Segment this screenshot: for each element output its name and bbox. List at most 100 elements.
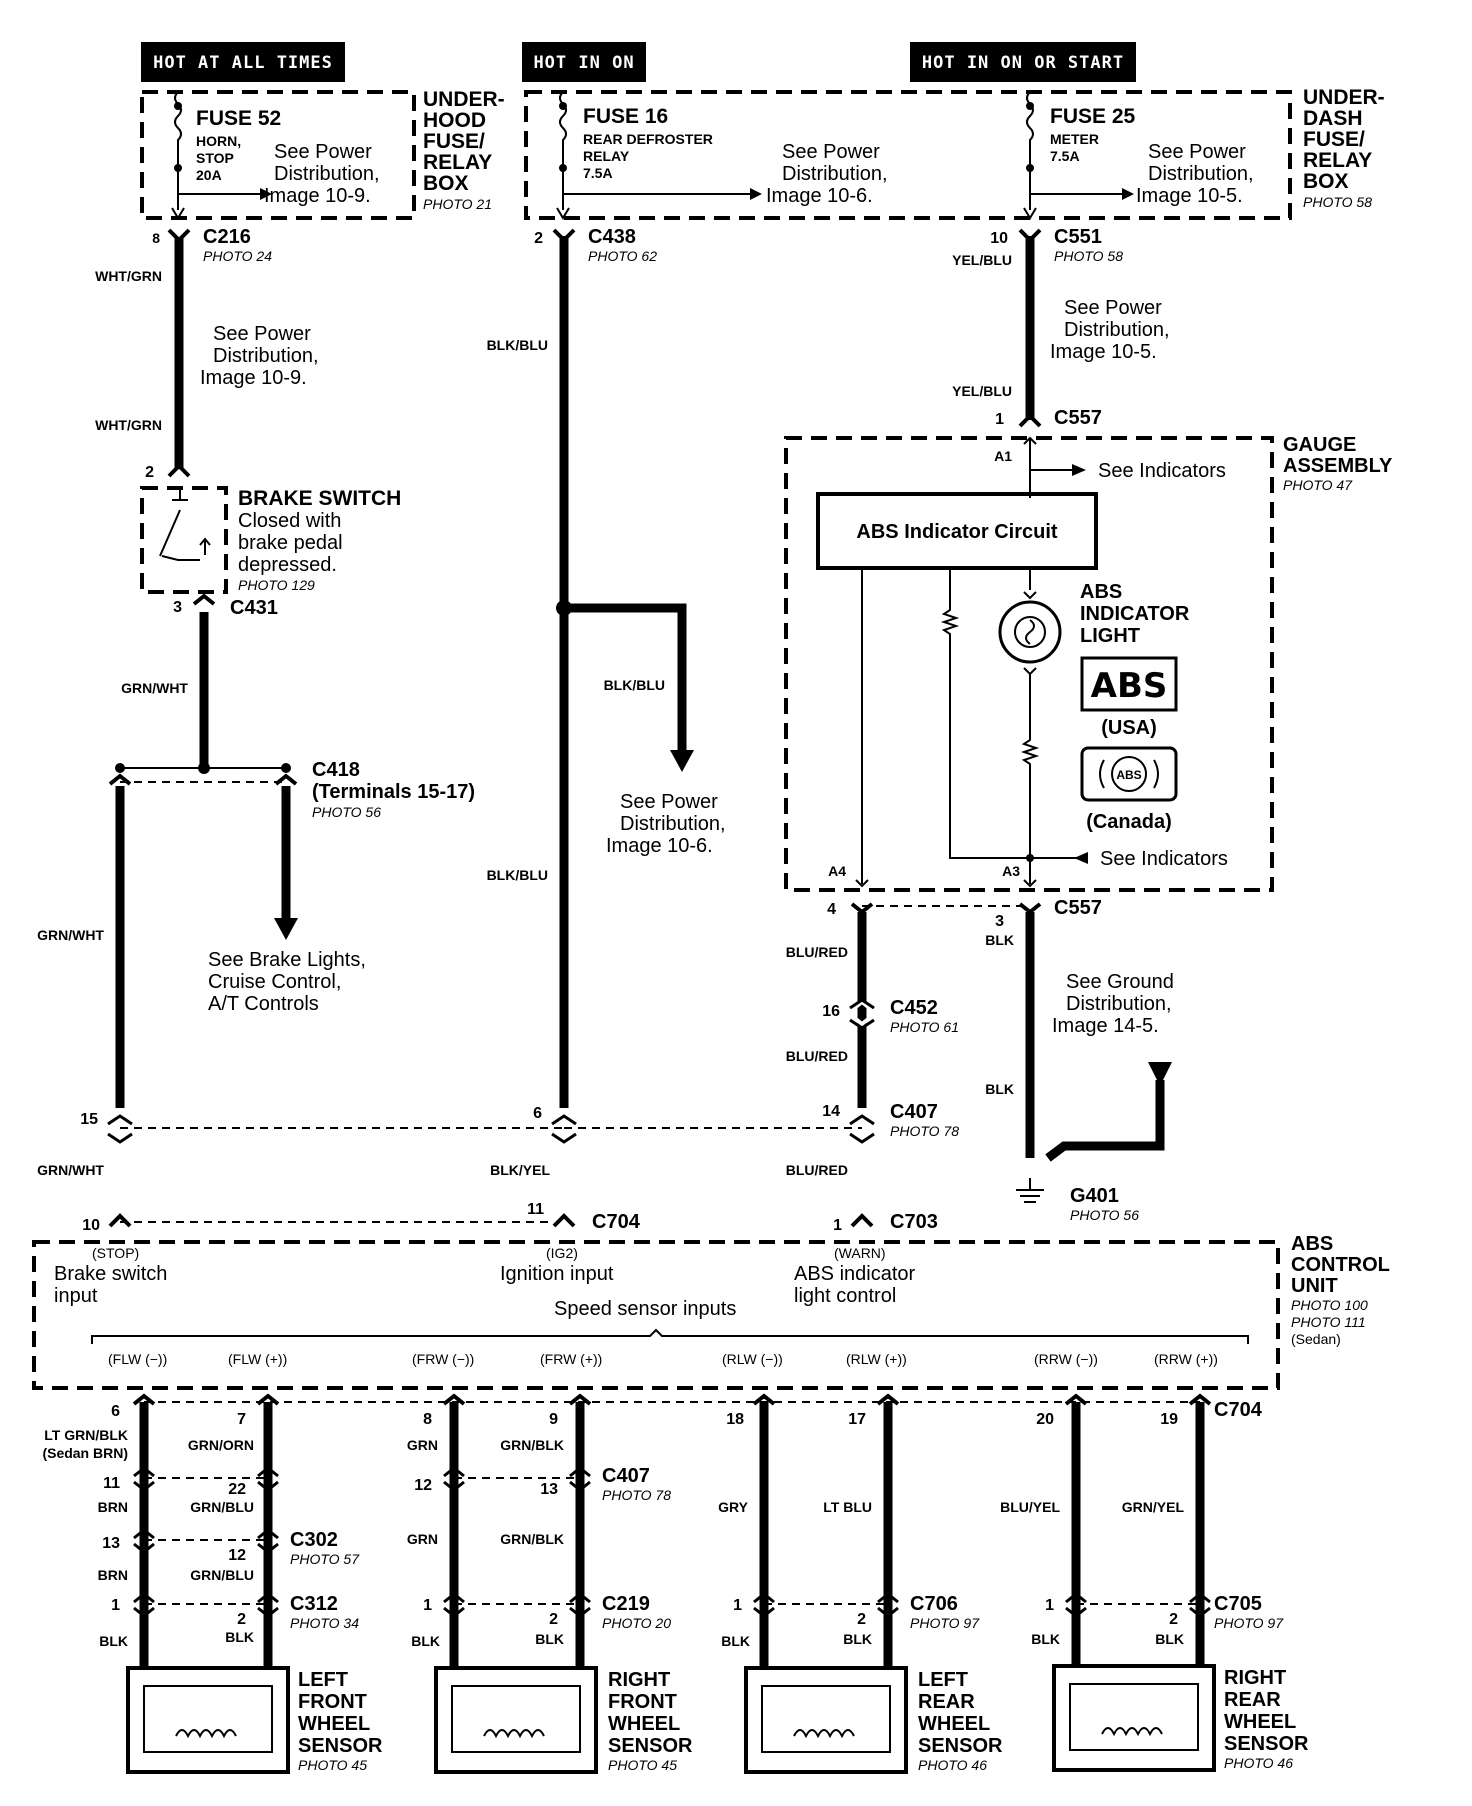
- svg-text:ABS: ABS: [1116, 768, 1141, 782]
- abs-indicator-lamp: [998, 600, 1062, 664]
- svg-text:PHOTO 45: PHOTO 45: [298, 1757, 367, 1773]
- c407-pin14: 14: [822, 1103, 840, 1120]
- gauge-title-2: ASSEMBLY: [1283, 455, 1393, 477]
- svg-text:See Power: See Power: [213, 323, 311, 345]
- svg-text:PHOTO 111: PHOTO 111: [1291, 1314, 1366, 1330]
- svg-text:PHOTO 97: PHOTO 97: [910, 1615, 980, 1631]
- header-hot-all-times: HOT AT ALL TIMES: [141, 42, 345, 82]
- c452-label: C452: [890, 997, 938, 1019]
- rr-c704-label: C704: [1214, 1399, 1263, 1421]
- svg-text:GRN/BLU: GRN/BLU: [190, 1499, 254, 1515]
- wire-label-blk-blu-1: BLK/BLU: [487, 337, 548, 353]
- underdash-fuse-box: [524, 90, 1292, 220]
- svg-text:Image 10-9.: Image 10-9.: [200, 367, 307, 389]
- svg-text:REAR: REAR: [1224, 1689, 1281, 1711]
- svg-text:Image 10-6.: Image 10-6.: [766, 185, 873, 207]
- svg-text:2: 2: [1169, 1611, 1178, 1628]
- underdash-title: UNDER- DASH FUSE/ RELAY BOX PHOTO 58: [1303, 86, 1385, 210]
- svg-text:GRN/ORN: GRN/ORN: [188, 1437, 254, 1453]
- svg-text:Cruise Control,: Cruise Control,: [208, 971, 341, 993]
- svg-text:12: 12: [414, 1477, 432, 1494]
- svg-text:PHOTO 56: PHOTO 56: [1070, 1207, 1139, 1223]
- wire-label-yel-blu-2: YEL/BLU: [952, 383, 1012, 399]
- svg-text:RELAY: RELAY: [1303, 149, 1372, 172]
- wire-label-blu-red-3: BLU/RED: [786, 1162, 848, 1178]
- svg-text:PHOTO 45: PHOTO 45: [608, 1757, 677, 1773]
- svg-text:19: 19: [1160, 1411, 1178, 1428]
- svg-text:FRONT: FRONT: [608, 1691, 677, 1713]
- svg-text:(STOP): (STOP): [92, 1245, 139, 1261]
- svg-text:LT GRN/BLK: LT GRN/BLK: [44, 1427, 128, 1443]
- abs-unit-title-3: UNIT: [1291, 1275, 1338, 1297]
- svg-text:GRN/BLU: GRN/BLU: [190, 1567, 254, 1583]
- abs-ignition-input: Ignition input: [500, 1263, 614, 1285]
- svg-text:PHOTO 34: PHOTO 34: [290, 1615, 359, 1631]
- svg-text:17: 17: [848, 1411, 866, 1428]
- speed-sensor-brace: [91, 1328, 1249, 1344]
- svg-text:Closed with: Closed with: [238, 510, 341, 532]
- wire-label-blu-red-2: BLU/RED: [786, 1048, 848, 1064]
- svg-text:brake pedal: brake pedal: [238, 532, 343, 554]
- svg-text:12: 12: [228, 1547, 246, 1564]
- svg-text:22: 22: [228, 1481, 246, 1498]
- c703-label: C703: [890, 1211, 938, 1233]
- svg-text:BLK: BLK: [225, 1629, 254, 1645]
- svg-text:7.5A: 7.5A: [1050, 148, 1080, 164]
- wire-ground-alt: [1045, 1080, 1165, 1162]
- svg-text:See Brake Lights,: See Brake Lights,: [208, 949, 366, 971]
- svg-text:See Power: See Power: [1064, 297, 1162, 319]
- svg-text:PHOTO 21: PHOTO 21: [423, 196, 492, 212]
- brake-switch-title: BRAKE SWITCH: [238, 487, 401, 510]
- svg-text:20: 20: [1036, 1411, 1054, 1428]
- svg-text:PHOTO 78: PHOTO 78: [602, 1487, 671, 1503]
- ground-symbol: [1016, 1178, 1044, 1203]
- svg-text:11: 11: [103, 1475, 120, 1492]
- svg-text:BLK: BLK: [843, 1631, 872, 1647]
- svg-text:PHOTO 20: PHOTO 20: [602, 1615, 671, 1631]
- svg-text:GRN/BLK: GRN/BLK: [500, 1437, 564, 1453]
- svg-text:GRY: GRY: [718, 1499, 748, 1515]
- fuse-16-symbol: [559, 91, 567, 210]
- wire-label-wht-grn-1: WHT/GRN: [95, 268, 162, 284]
- lf-pin-7: 7: [237, 1411, 246, 1428]
- svg-text:PHOTO 46: PHOTO 46: [918, 1757, 987, 1773]
- svg-text:(RLW (−)): (RLW (−)): [722, 1351, 783, 1367]
- svg-text:(FLW (+)): (FLW (+)): [228, 1351, 287, 1367]
- svg-text:See Power: See Power: [1148, 141, 1246, 163]
- svg-text:1: 1: [111, 1597, 120, 1614]
- svg-text:PHOTO 58: PHOTO 58: [1303, 194, 1372, 210]
- svg-text:HORN,: HORN,: [196, 133, 241, 149]
- gauge-assembly: [784, 436, 1274, 892]
- right-front-wheel-sensor: [434, 1666, 598, 1774]
- rf-c407-label: C407: [602, 1465, 650, 1487]
- gauge-title-1: GAUGE: [1283, 434, 1356, 456]
- svg-text:A/T Controls: A/T Controls: [208, 993, 319, 1015]
- svg-text:RIGHT: RIGHT: [1224, 1667, 1286, 1689]
- fuse-25-label: FUSE 25: [1050, 105, 1136, 128]
- svg-text:GRN: GRN: [407, 1531, 438, 1547]
- svg-text:REAR DEFROSTER: REAR DEFROSTER: [583, 131, 713, 147]
- speed-sensor-inputs: Speed sensor inputs: [554, 1298, 736, 1320]
- gauge-pin-a3: A3: [1002, 863, 1020, 879]
- svg-text:PHOTO 46: PHOTO 46: [1224, 1755, 1293, 1771]
- svg-text:WHEEL: WHEEL: [918, 1713, 990, 1735]
- fuse-16-label: FUSE 16: [583, 105, 668, 128]
- abs-usa-label: (USA): [1101, 717, 1157, 739]
- svg-text:Distribution,: Distribution,: [213, 345, 319, 367]
- svg-text:SENSOR: SENSOR: [608, 1735, 693, 1757]
- abs-logo-canada: [1080, 746, 1178, 802]
- svg-text:PHOTO 78: PHOTO 78: [890, 1123, 959, 1139]
- c431-label: C431: [230, 597, 278, 619]
- brake-switch: [140, 486, 228, 594]
- svg-text:WHEEL: WHEEL: [608, 1713, 680, 1735]
- abs-canada-label: (Canada): [1086, 811, 1172, 833]
- wire-wht-grn: [167, 228, 191, 478]
- svg-text:Distribution,: Distribution,: [1064, 319, 1170, 341]
- svg-text:LEFT: LEFT: [918, 1669, 968, 1691]
- c438-pin: 2: [534, 230, 543, 247]
- svg-text:(FLW (−)): (FLW (−)): [108, 1351, 167, 1367]
- svg-text:BRN: BRN: [98, 1499, 128, 1515]
- svg-text:PHOTO 47: PHOTO 47: [1283, 477, 1353, 493]
- lf-pin-6: 6: [111, 1403, 120, 1420]
